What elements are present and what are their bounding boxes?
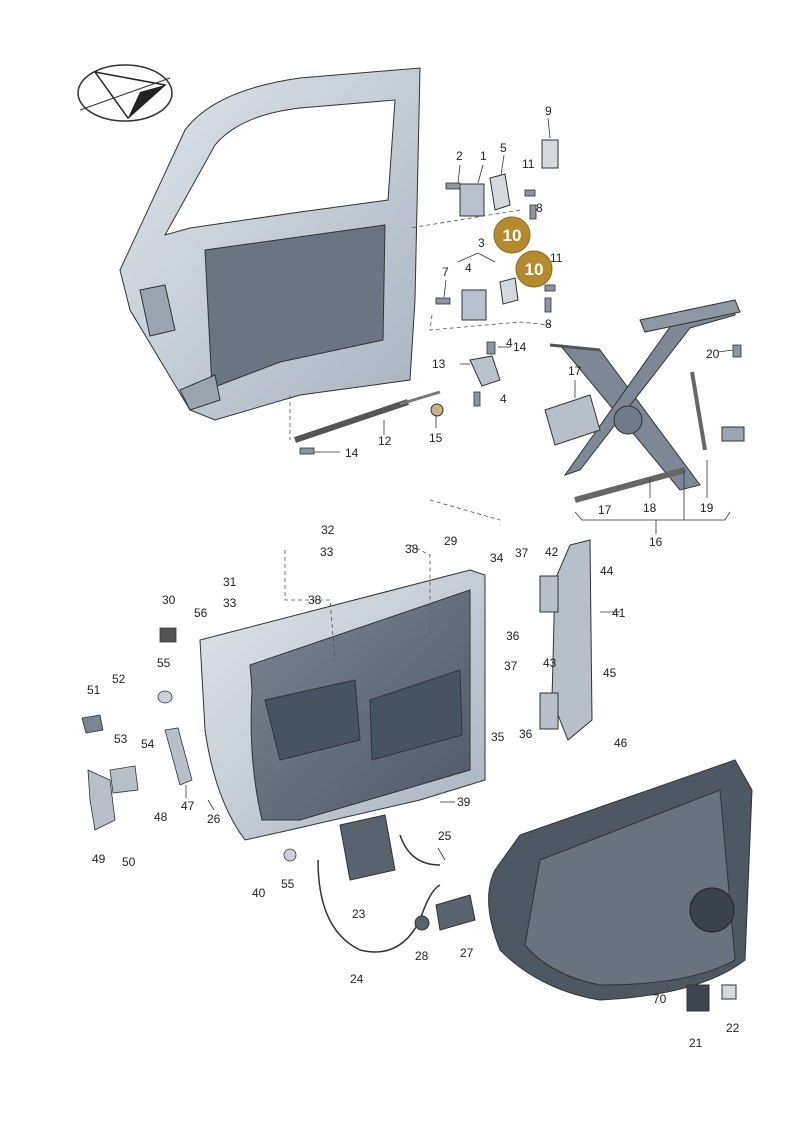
- callout-7: 7: [442, 265, 449, 279]
- callout-48: 48: [154, 810, 168, 824]
- callout-40: 40: [252, 886, 266, 900]
- callout-55: 55: [281, 877, 295, 891]
- assembly-lines: [284, 209, 551, 661]
- door-frame: [119, 67, 421, 421]
- callout-20: 20: [706, 347, 720, 361]
- callout-50: 50: [122, 855, 136, 869]
- highlighted-callout-10-lower[interactable]: 10: [515, 250, 553, 288]
- lower-door-shell: [199, 569, 486, 841]
- highlight-label: 10: [503, 226, 522, 245]
- callout-8: 8: [545, 317, 552, 331]
- callout-19: 19: [700, 501, 714, 515]
- callout-36: 36: [506, 629, 520, 643]
- callout-2: 2: [456, 149, 463, 163]
- callout-4: 4: [506, 336, 513, 350]
- upper-hinge: [459, 139, 559, 387]
- callout-34: 34: [490, 551, 504, 565]
- leader-lines: [185, 117, 734, 861]
- callout-47: 47: [181, 799, 195, 813]
- highlighted-callout-10-upper[interactable]: 10: [493, 216, 531, 254]
- callout-14: 14: [513, 340, 527, 354]
- callout-23: 23: [352, 907, 366, 921]
- callout-31: 31: [223, 575, 237, 589]
- callout-54: 54: [141, 737, 155, 751]
- screws-upper: [299, 182, 742, 455]
- callout-22: 22: [726, 1021, 740, 1035]
- callouts: 1 2 3 4 4 4 5 7 8 8 9 11 11 12 13 14 14 …: [87, 104, 740, 1050]
- callout-3: 3: [478, 236, 485, 250]
- callout-12: 12: [378, 434, 392, 448]
- callout-5: 5: [500, 141, 507, 155]
- callout-32: 32: [321, 523, 335, 537]
- callout-21: 21: [689, 1036, 703, 1050]
- callout-37: 37: [504, 659, 518, 673]
- callout-43: 43: [543, 656, 557, 670]
- callout-29: 29: [444, 534, 458, 548]
- callout-15: 15: [429, 431, 443, 445]
- callout-55: 55: [157, 656, 171, 670]
- callout-27: 27: [460, 946, 474, 960]
- window-regulator: [544, 299, 745, 503]
- callout-17: 17: [598, 503, 612, 517]
- callout-17: 17: [568, 364, 582, 378]
- callout-42: 42: [545, 545, 559, 559]
- door-trim-panel: [488, 759, 753, 1012]
- callout-51: 51: [87, 683, 101, 697]
- callout-11: 11: [522, 157, 535, 171]
- callout-30: 30: [162, 593, 176, 607]
- callout-1: 1: [480, 149, 487, 163]
- callout-36: 36: [519, 727, 533, 741]
- door-lock: [317, 814, 476, 953]
- callout-41: 41: [612, 606, 626, 620]
- callout-56: 56: [194, 606, 208, 620]
- callout-52: 52: [112, 672, 126, 686]
- callout-4: 4: [500, 392, 507, 406]
- callout-39: 39: [457, 795, 471, 809]
- callout-70: 70: [653, 992, 667, 1006]
- callout-16: 16: [649, 535, 663, 549]
- callout-26: 26: [207, 812, 221, 826]
- callout-8: 8: [536, 201, 543, 215]
- callout-33: 33: [320, 545, 334, 559]
- callout-28: 28: [415, 949, 429, 963]
- highlight-label: 10: [525, 260, 544, 279]
- callout-9: 9: [545, 104, 552, 118]
- callout-46: 46: [614, 736, 628, 750]
- callout-38: 38: [405, 542, 419, 556]
- reinforcement-bar: [539, 539, 593, 741]
- callout-24: 24: [350, 972, 364, 986]
- callout-11: 11: [550, 251, 563, 265]
- callout-53: 53: [114, 732, 128, 746]
- callout-4: 4: [465, 261, 472, 275]
- callout-44: 44: [600, 564, 614, 578]
- callout-33: 33: [223, 596, 237, 610]
- callout-45: 45: [603, 666, 617, 680]
- callout-35: 35: [491, 730, 505, 744]
- paper-plane-logo-icon: [77, 64, 173, 122]
- callout-37: 37: [515, 546, 529, 560]
- callout-18: 18: [643, 501, 657, 515]
- callout-49: 49: [92, 852, 106, 866]
- small-parts-left: [81, 627, 297, 862]
- callout-25: 25: [438, 829, 452, 843]
- callout-38: 38: [308, 593, 322, 607]
- callout-13: 13: [432, 357, 446, 371]
- check-strap: [294, 390, 444, 443]
- callout-14: 14: [345, 446, 359, 460]
